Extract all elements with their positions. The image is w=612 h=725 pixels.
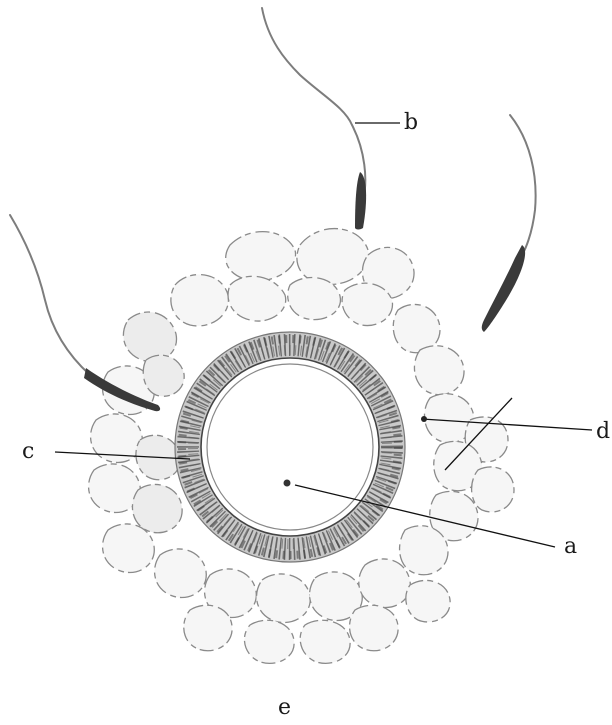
label-d: d <box>596 419 610 444</box>
label-e: e <box>278 695 291 720</box>
label-c: c <box>22 439 34 464</box>
label-b: b <box>404 110 418 135</box>
ovum <box>201 358 379 536</box>
label-a: a <box>564 534 577 559</box>
nucleus-dot <box>284 480 291 487</box>
